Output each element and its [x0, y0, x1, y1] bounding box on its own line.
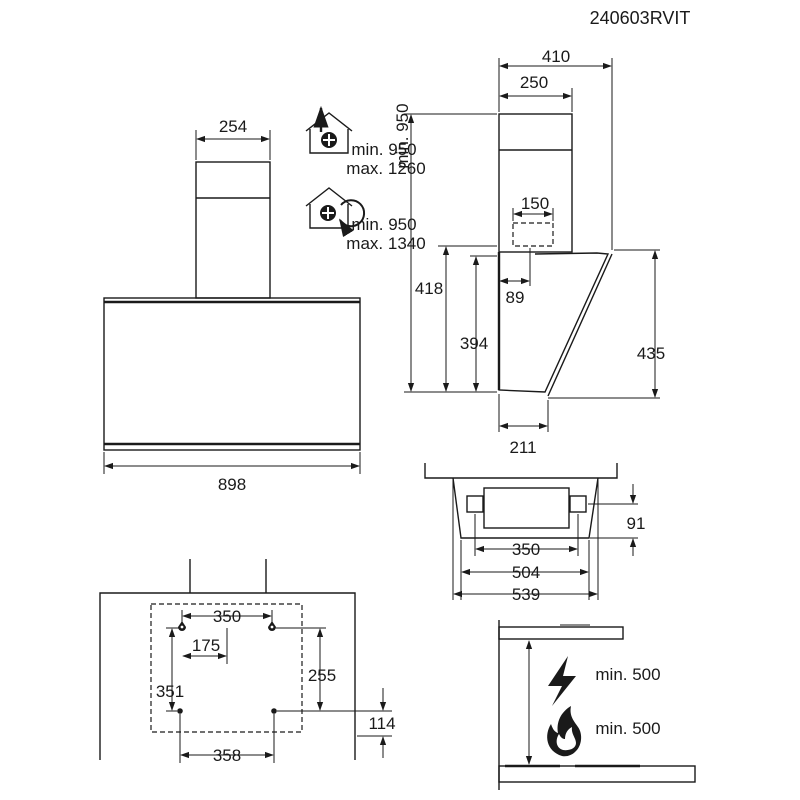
front-chimney	[195, 161, 271, 299]
label-504: 504	[512, 563, 540, 582]
wall-outline	[99, 592, 356, 760]
air-outlet-dashed	[512, 222, 554, 247]
side-view: 410 250 150 89 min. 950 418 394 435 211	[393, 47, 665, 457]
label-height-435: 435	[637, 344, 665, 363]
front-view: 254 898	[103, 117, 361, 494]
lower-screw-left	[177, 708, 183, 714]
label-height-394: 394	[460, 334, 488, 353]
label-350: 350	[512, 540, 540, 559]
label-height-418: 418	[415, 279, 443, 298]
label-m175: 175	[192, 636, 220, 655]
label-m255: 255	[308, 666, 336, 685]
label-gas-clearance: min. 500	[595, 719, 660, 738]
side-hood-body	[498, 252, 610, 393]
label-539: 539	[512, 585, 540, 604]
label-bottom-depth: 211	[509, 438, 536, 457]
mounting-view: 350 175 255 351 114 358	[99, 559, 396, 765]
hood-bottom-edge	[498, 626, 624, 640]
extraction-house-icon	[305, 105, 353, 154]
label-outlet-offset: 89	[506, 288, 525, 307]
front-hood-panel	[103, 297, 361, 451]
label-total-height: min. 950	[393, 103, 412, 168]
top-wall-line	[424, 463, 618, 479]
electric-lightning-icon	[548, 656, 576, 706]
label-91: 91	[627, 514, 646, 533]
label-outlet-width: 150	[521, 194, 549, 213]
label-m350: 350	[213, 607, 241, 626]
model-code: 240603RVIT	[590, 8, 691, 28]
label-chimney-width: 254	[219, 117, 247, 136]
cooktop	[498, 765, 696, 783]
recirculation-max: max. 1340	[346, 234, 425, 253]
top-filter	[483, 487, 570, 529]
top-hood-outline	[452, 477, 599, 539]
label-m351: 351	[156, 682, 184, 701]
clearance-view: min. 500 min. 500	[498, 620, 696, 790]
label-hood-width: 898	[218, 475, 246, 494]
label-chimney-depth: 250	[520, 73, 548, 92]
label-m358: 358	[213, 746, 241, 765]
lower-screw-right	[271, 708, 277, 714]
top-light-right	[569, 495, 587, 513]
label-m114: 114	[368, 714, 395, 733]
recirculation-house-icon	[305, 187, 366, 238]
extraction-max: max. 1260	[346, 159, 425, 178]
label-electric-clearance: min. 500	[595, 665, 660, 684]
top-light-left	[466, 495, 484, 513]
upper-screw-left	[178, 621, 186, 631]
side-chimney	[498, 113, 573, 253]
hood-footprint-dashed	[150, 603, 303, 733]
top-view: 91 350 504 539	[424, 463, 646, 604]
extraction-min: min. 950	[351, 140, 416, 159]
label-depth-total: 410	[542, 47, 570, 66]
recirculation-min: min. 950	[351, 215, 416, 234]
upper-screw-right	[268, 621, 276, 631]
